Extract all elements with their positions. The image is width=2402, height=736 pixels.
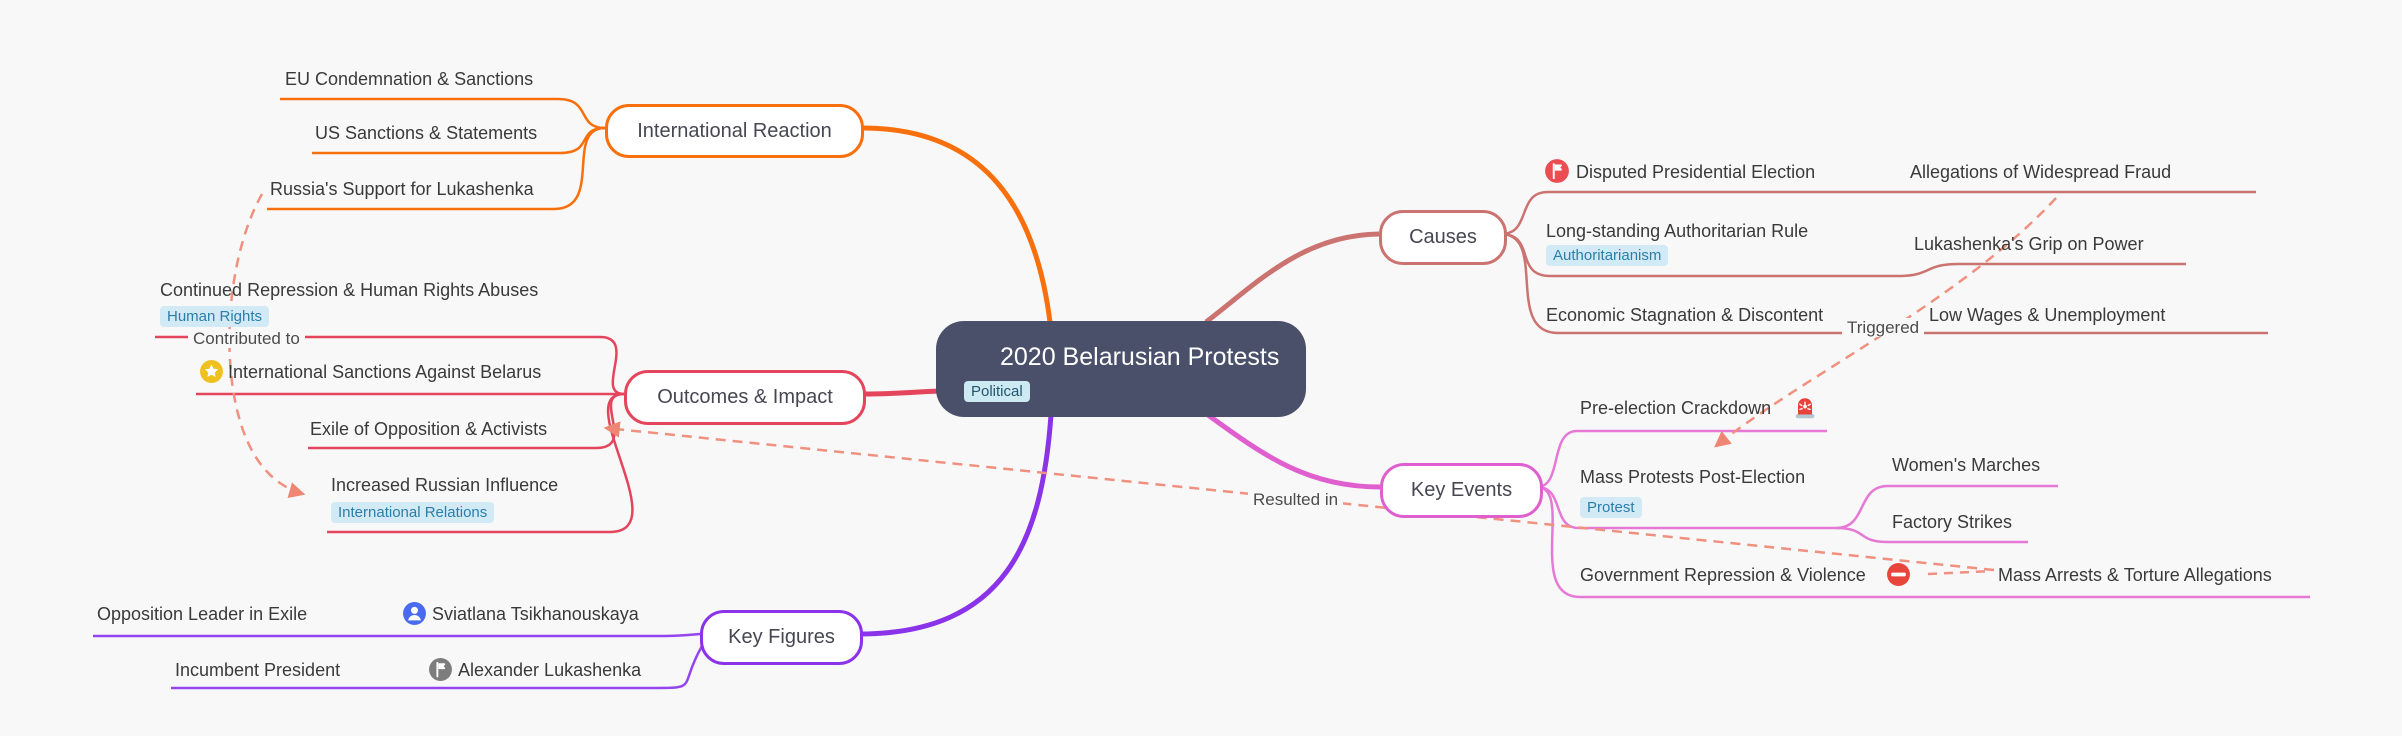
gold-star-badge-icon [199, 359, 224, 384]
red-flag-badge-icon [1544, 158, 1570, 184]
siren-icon [1791, 394, 1819, 422]
node-disputed-election[interactable]: Disputed Presidential Election [1576, 162, 1816, 182]
node-economic-stagnation[interactable]: Economic Stagnation & Discontent [1546, 305, 1824, 325]
relation-resulted-stub [1927, 569, 1993, 576]
relation-resulted-label: Resulted in [1248, 490, 1344, 509]
link-factory [1835, 526, 2028, 544]
link-gov-repression [1536, 485, 2310, 599]
link-repression [155, 335, 625, 396]
tag-authoritarianism: Authoritarianism [1546, 245, 1669, 266]
trunk-key-events [1206, 412, 1381, 490]
root-node[interactable]: 2020 Belarusian Protests Political [936, 321, 1306, 417]
node-russia-support[interactable]: Russia's Support for Lukashenka [270, 179, 534, 199]
node-eu-condemnation[interactable]: EU Condemnation & Sanctions [285, 69, 534, 89]
node-preelection-crackdown[interactable]: Pre-election Crackdown [1580, 398, 1772, 418]
branch-international-reaction[interactable]: International Reaction [605, 104, 864, 158]
link-russia [267, 126, 606, 211]
trunk-international-reaction [861, 125, 1053, 323]
branch-causes[interactable]: Causes [1379, 210, 1507, 265]
node-factory-strikes[interactable]: Factory Strikes [1892, 512, 2013, 532]
link-disputed [1500, 190, 2256, 236]
node-authoritarian-rule[interactable]: Long-standing Authoritarian Rule [1546, 221, 1809, 241]
node-mass-protests[interactable]: Mass Protests Post-Election [1580, 467, 1806, 487]
node-womens-marches[interactable]: Women's Marches [1892, 455, 2041, 475]
branch-key-figures[interactable]: Key Figures [700, 610, 863, 665]
node-opposition-leader[interactable]: Opposition Leader in Exile [97, 604, 308, 624]
person-blue-badge-icon [402, 601, 427, 626]
node-lukashenka[interactable]: Alexander Lukashenka [458, 660, 642, 680]
link-lukashenka [171, 645, 704, 690]
node-continued-repression[interactable]: Continued Repression & Human Rights Abus… [160, 280, 539, 300]
node-russian-influence[interactable]: Increased Russian Influence [331, 475, 559, 495]
link-influence [327, 392, 634, 534]
gray-flag-badge-icon [428, 657, 453, 682]
node-fraud-allegations[interactable]: Allegations of Widespread Fraud [1910, 162, 2172, 182]
tag-protest: Protest [1580, 497, 1642, 518]
trunk-causes [1204, 231, 1380, 324]
node-exile-opposition[interactable]: Exile of Opposition & Activists [310, 419, 548, 439]
node-international-sanctions[interactable]: International Sanctions Against Belarus [228, 362, 542, 382]
no-entry-icon [1886, 562, 1911, 587]
root-title: 2020 Belarusian Protests [1000, 343, 1280, 371]
link-economic [1500, 232, 2268, 335]
tag-human-rights: Human Rights [160, 306, 270, 327]
branch-key-events[interactable]: Key Events [1380, 463, 1543, 518]
link-crackdown [1536, 429, 1827, 489]
node-grip-on-power[interactable]: Lukashenka's Grip on Power [1914, 234, 2144, 254]
trunk-key-figures [858, 414, 1054, 637]
node-us-sanctions[interactable]: US Sanctions & Statements [315, 123, 538, 143]
link-women [1835, 484, 2058, 530]
trunk-outcomes [863, 388, 941, 397]
branch-outcomes[interactable]: Outcomes & Impact [624, 370, 866, 425]
link-eu [280, 97, 606, 130]
relation-triggered-label: Triggered [1842, 318, 1925, 337]
link-tsikhanouskaya [93, 632, 701, 638]
relation-contributed-label: Contributed to [188, 329, 305, 348]
node-tsikhanouskaya[interactable]: Sviatlana Tsikhanouskaya [432, 604, 639, 624]
node-government-repression[interactable]: Government Repression & Violence [1580, 565, 1866, 585]
node-low-wages[interactable]: Low Wages & Unemployment [1929, 305, 2166, 325]
tag-international-relations: International Relations [331, 502, 495, 523]
node-mass-arrests[interactable]: Mass Arrests & Torture Allegations [1998, 565, 2272, 585]
root-tag: Political [964, 381, 1030, 402]
node-incumbent-president[interactable]: Incumbent President [175, 660, 341, 680]
